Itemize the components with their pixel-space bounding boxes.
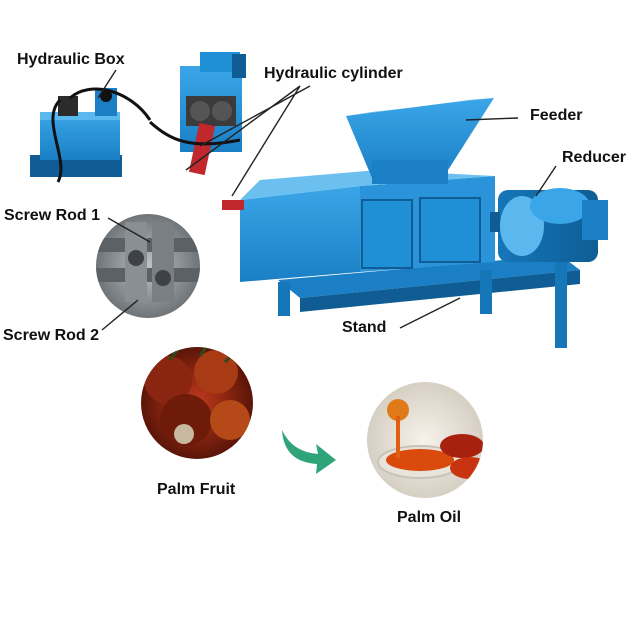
palm-fruit-label: Palm Fruit (157, 481, 236, 498)
reducer-label: Reducer (562, 149, 627, 166)
process-arrow (282, 430, 336, 474)
palm-oil-image (367, 382, 483, 498)
hydraulic-box-unit (30, 87, 152, 183)
press-machine (222, 98, 608, 348)
stand-label: Stand (342, 319, 387, 336)
feeder (346, 98, 494, 184)
stand (278, 255, 580, 348)
screw-rod-detail (96, 214, 200, 318)
reducer (490, 188, 608, 262)
feeder-label: Feeder (530, 107, 583, 124)
screw-rod-2-label: Screw Rod 2 (3, 327, 100, 344)
hydraulic-cylinder-unit (148, 52, 246, 176)
palm-fruit-image (141, 347, 253, 459)
leader-lines (97, 69, 557, 331)
hydraulic-box-label: Hydraulic Box (17, 51, 125, 68)
screw-rod-1-label: Screw Rod 1 (4, 207, 101, 224)
hydraulic-cylinder-label: Hydraulic cylinder (264, 65, 403, 82)
palm-oil-label: Palm Oil (397, 509, 462, 526)
